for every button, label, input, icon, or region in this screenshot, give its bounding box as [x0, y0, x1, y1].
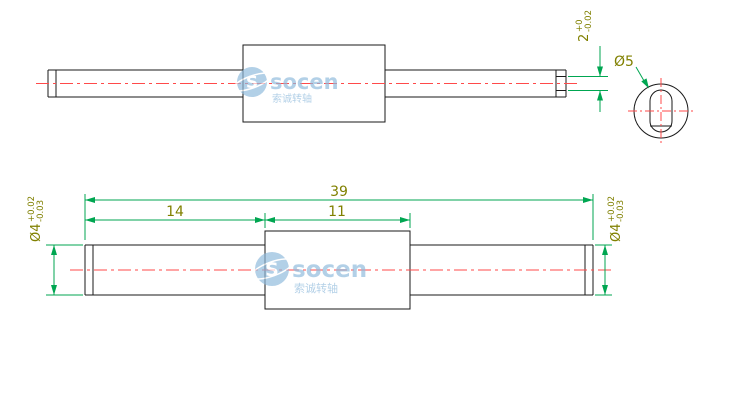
watermark-brand: socen	[292, 257, 367, 283]
tolerance-lower: -0.02	[584, 10, 594, 32]
overall-length-dimension: 39	[85, 184, 593, 203]
arrowhead	[51, 285, 57, 295]
right-diameter-dimension: Ø4 +0.02 -0.03	[595, 196, 626, 296]
tolerance-lower: -0.03	[616, 200, 626, 222]
watermark-logo-ring	[250, 258, 294, 280]
left-diameter-dimension: Ø4 +0.02 -0.03	[27, 196, 83, 296]
tolerance-upper: +0	[575, 19, 585, 32]
arrowhead	[255, 217, 265, 223]
watermark-brand: socen	[270, 70, 339, 94]
watermark-logo-letter: S	[265, 259, 279, 281]
arrowhead	[51, 245, 57, 255]
tolerance-upper: +0.02	[27, 196, 37, 222]
watermark-cjk: 索诚转轴	[294, 281, 338, 295]
left-section-dimension: 14	[85, 204, 265, 223]
hub-length-value: 11	[328, 204, 346, 220]
arrowhead	[597, 66, 603, 77]
arrowhead	[400, 217, 410, 223]
dimension-value: 2	[577, 34, 592, 42]
end-view: Ø5	[614, 54, 694, 144]
arrowhead	[265, 217, 275, 223]
watermark-bottom: S socen 索诚转轴	[250, 252, 367, 295]
left-section-value: 14	[166, 204, 184, 220]
arrowhead	[597, 90, 603, 101]
arrowhead	[85, 217, 95, 223]
top-view: S socen 索诚转轴 2 +0 -0.02	[36, 10, 608, 123]
watermark-logo-ring	[232, 72, 272, 92]
arrowhead	[85, 197, 95, 203]
watermark-logo-circle	[237, 67, 267, 97]
thickness-dimension: 2 +0 -0.02	[568, 10, 608, 112]
watermark-logo-letter: S	[246, 73, 258, 93]
watermark-logo-circle	[255, 252, 289, 286]
thickness-dimension-text: 2 +0 -0.02	[575, 10, 594, 42]
watermark-cjk: 索诚转轴	[272, 92, 312, 105]
dimension-value: Ø4	[29, 223, 44, 242]
overall-length-value: 39	[330, 184, 348, 200]
dimension-value: Ø4	[609, 223, 624, 242]
tolerance-upper: +0.02	[607, 196, 617, 222]
arrowhead	[602, 245, 608, 255]
tolerance-lower: -0.03	[36, 200, 46, 222]
watermark-top: S socen 索诚转轴	[232, 67, 339, 105]
leader-arrowhead	[641, 78, 649, 89]
arrowhead	[602, 285, 608, 295]
front-view: S socen 索诚转轴 39 14 11	[27, 184, 626, 310]
end-diameter-label: Ø5	[614, 54, 634, 70]
hub-length-dimension: 11	[265, 204, 410, 223]
arrowhead	[583, 197, 593, 203]
left-diameter-text: Ø4 +0.02 -0.03	[27, 196, 46, 242]
right-diameter-text: Ø4 +0.02 -0.03	[607, 196, 626, 242]
